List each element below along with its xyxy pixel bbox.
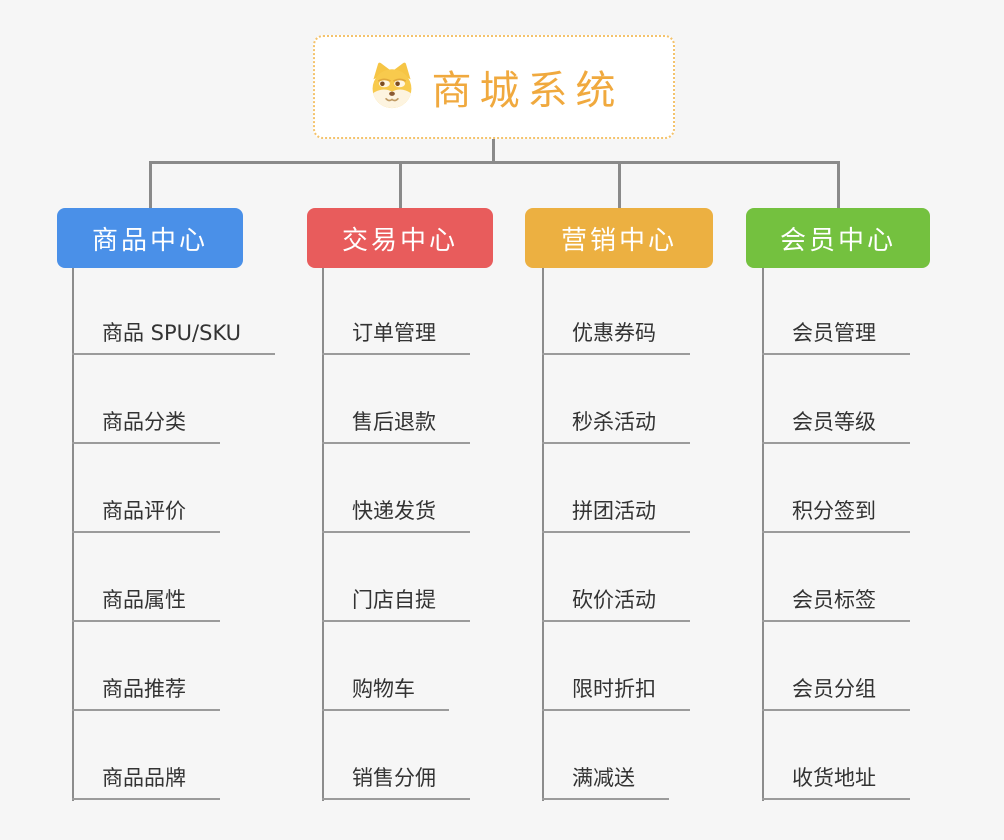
branch-spine-line xyxy=(322,268,324,801)
leaf-item[interactable]: 会员标签 xyxy=(762,587,910,622)
leaf-item[interactable]: 会员管理 xyxy=(762,320,910,355)
leaf-item[interactable]: 拼团活动 xyxy=(542,498,690,533)
leaf-item[interactable]: 商品品牌 xyxy=(72,765,220,800)
leaf-item[interactable]: 门店自提 xyxy=(322,587,470,622)
connector-drop-line xyxy=(399,161,402,208)
leaf-item[interactable]: 收货地址 xyxy=(762,765,910,800)
branch-spine-line xyxy=(762,268,764,801)
leaf-item[interactable]: 快递发货 xyxy=(322,498,470,533)
leaf-item[interactable]: 销售分佣 xyxy=(322,765,470,800)
connector-drop-line xyxy=(618,161,621,208)
connector-horizontal-bus xyxy=(149,161,840,164)
leaf-item[interactable]: 购物车 xyxy=(322,676,449,711)
leaf-item[interactable]: 商品推荐 xyxy=(72,676,220,711)
branch-spine-line xyxy=(72,268,74,801)
branch-node-member-center[interactable]: 会员中心 xyxy=(746,208,930,268)
leaf-item[interactable]: 订单管理 xyxy=(322,320,470,355)
leaf-item[interactable]: 商品评价 xyxy=(72,498,220,533)
connector-drop-line xyxy=(837,161,840,208)
root-node-mall-system[interactable]: 商城系统 xyxy=(313,35,675,139)
leaf-item[interactable]: 售后退款 xyxy=(322,409,470,444)
root-node-title: 商城系统 xyxy=(431,68,624,114)
leaf-item[interactable]: 商品 SPU/SKU xyxy=(72,320,276,355)
leaf-item[interactable]: 会员分组 xyxy=(762,676,910,711)
leaf-item[interactable]: 满减送 xyxy=(542,765,669,800)
branch-spine-line xyxy=(542,268,544,801)
connector-root-stem xyxy=(492,139,495,164)
leaf-item[interactable]: 商品属性 xyxy=(72,587,220,622)
leaf-item[interactable]: 商品分类 xyxy=(72,409,220,444)
connector-drop-line xyxy=(149,161,152,208)
leaf-item[interactable]: 优惠券码 xyxy=(542,320,690,355)
leaf-item[interactable]: 砍价活动 xyxy=(542,587,690,622)
branch-node-marketing-center[interactable]: 营销中心 xyxy=(525,208,713,268)
leaf-item[interactable]: 会员等级 xyxy=(762,409,910,444)
dog-face-icon xyxy=(372,62,411,109)
branch-node-trade-center[interactable]: 交易中心 xyxy=(307,208,493,268)
leaf-item[interactable]: 积分签到 xyxy=(762,498,910,533)
branch-node-product-center[interactable]: 商品中心 xyxy=(57,208,243,268)
leaf-item[interactable]: 秒杀活动 xyxy=(542,409,690,444)
leaf-item[interactable]: 限时折扣 xyxy=(542,676,690,711)
